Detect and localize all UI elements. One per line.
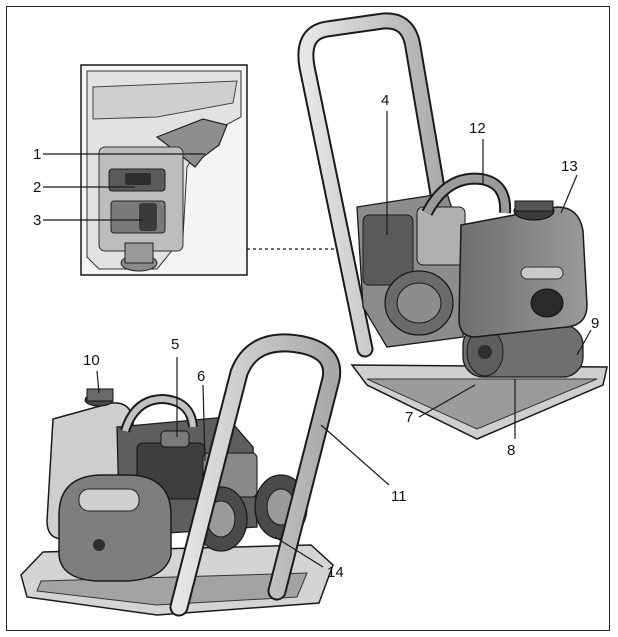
leader-lines-inset — [43, 153, 205, 221]
callout-9: 9 — [591, 315, 600, 332]
callout-2: 2 — [33, 179, 42, 196]
callout-6: 6 — [197, 368, 206, 385]
leader-lines-rear — [386, 111, 592, 439]
callout-7: 7 — [405, 409, 414, 426]
callout-4: 4 — [381, 92, 390, 109]
callout-10: 10 — [83, 352, 100, 369]
callout-8: 8 — [507, 442, 516, 459]
callout-13: 13 — [561, 158, 578, 175]
callout-5: 5 — [171, 336, 180, 353]
figure-frame: 1 2 3 4 5 6 7 8 9 10 11 12 13 14 — [6, 6, 610, 631]
callout-1: 1 — [33, 146, 42, 163]
callout-3: 3 — [33, 212, 42, 229]
plate-compactor-rear-view — [297, 12, 608, 440]
callout-14: 14 — [327, 564, 344, 581]
throttle-detail-inset — [80, 64, 248, 276]
leader-lines-front — [96, 357, 390, 568]
plate-compactor-front-view — [20, 333, 342, 617]
callout-12: 12 — [469, 120, 486, 137]
compactor-illustration — [20, 12, 608, 617]
callout-11: 11 — [391, 488, 407, 505]
